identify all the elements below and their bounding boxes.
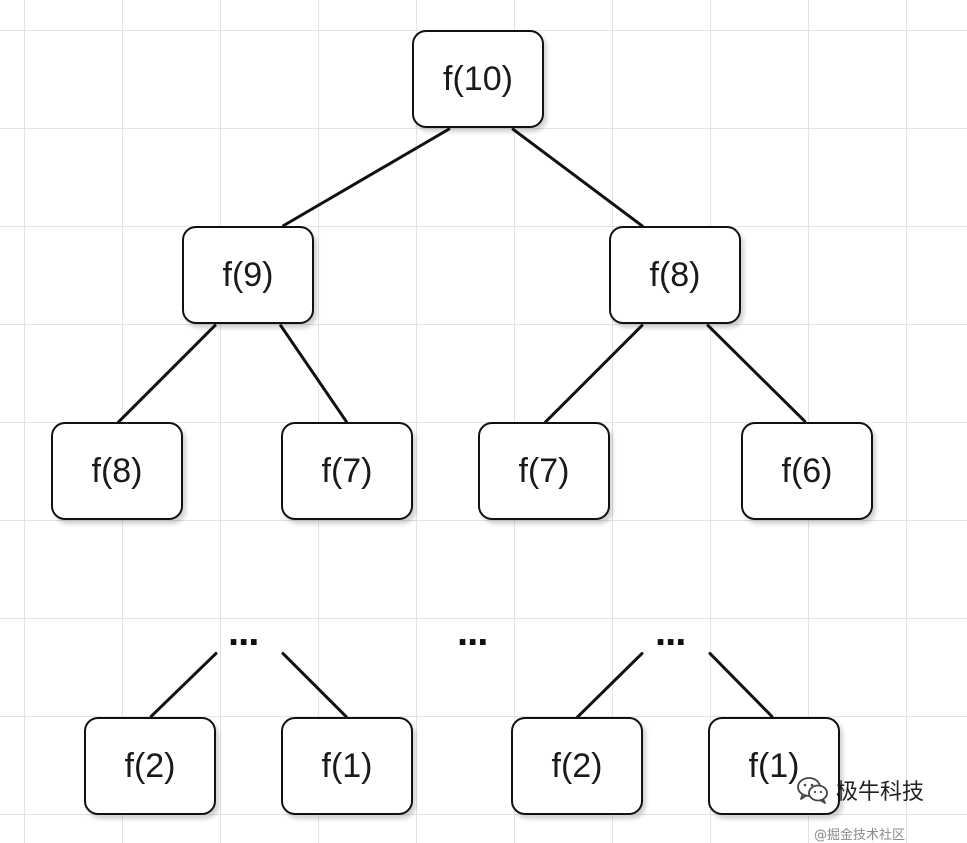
edge-n10-n8a <box>511 126 644 228</box>
edge-e3-n2b <box>575 650 645 719</box>
node-f10: f(10) <box>412 30 544 128</box>
node-f8-right: f(8) <box>609 226 741 324</box>
node-f1-right: f(1) <box>708 717 840 815</box>
edge-e3-n1b <box>707 650 775 719</box>
edge-n8a-n7b <box>543 322 645 424</box>
ellipsis-left: ... <box>228 610 259 654</box>
node-f7-left: f(7) <box>281 422 413 520</box>
ellipsis-right: ... <box>655 610 686 654</box>
node-f1-left: f(1) <box>281 717 413 815</box>
node-f6: f(6) <box>741 422 873 520</box>
ellipsis-middle: ... <box>457 610 488 654</box>
watermark: 极牛科技 <box>796 774 924 806</box>
edge-n10-n9 <box>281 126 451 228</box>
node-f9: f(9) <box>182 226 314 324</box>
wechat-icon <box>797 777 828 804</box>
node-f2-left: f(2) <box>84 717 216 815</box>
node-f2-right: f(2) <box>511 717 643 815</box>
edge-n8a-n6 <box>705 322 808 424</box>
edge-e1-n1a <box>280 650 349 719</box>
edge-e1-n2a <box>148 650 219 719</box>
edge-n9-n7a <box>278 323 349 423</box>
edge-n9-n8b <box>116 322 218 424</box>
watermark-text: 极牛科技 <box>836 780 925 805</box>
node-f8-left: f(8) <box>51 422 183 520</box>
node-f7-right: f(7) <box>478 422 610 520</box>
